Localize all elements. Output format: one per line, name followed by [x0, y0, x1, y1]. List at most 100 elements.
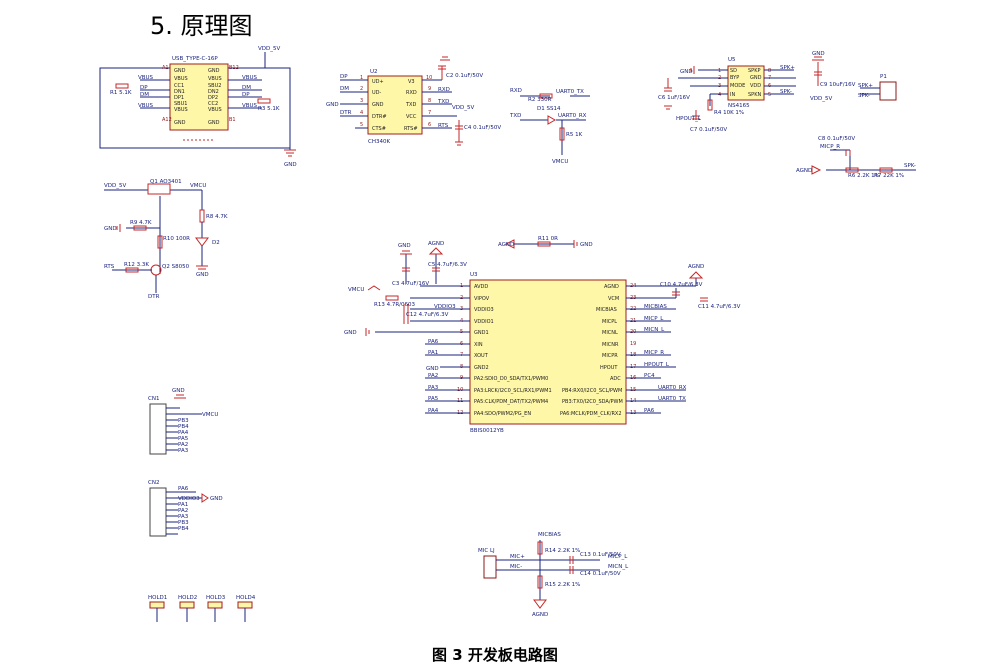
amp-part: NS4165 — [728, 103, 750, 109]
ch340-lnum-1: 2 — [360, 86, 363, 92]
mcu-block: U3 BBIS0012YB AVDD VIPOV VDDIO3 VDDIO1 G… — [344, 236, 741, 434]
ch340-lnet-3: DTR — [340, 110, 352, 116]
mic-element — [483, 555, 497, 579]
amp-rpin-3: SPKN — [748, 92, 761, 98]
amp-spkp: SPK+ — [780, 65, 795, 71]
ch340-rpin-2: TXD — [405, 102, 416, 108]
hole-3-label: HOLD3 — [206, 595, 226, 601]
mcu-lpin-0: AVDD — [474, 284, 488, 290]
mic-r6-label: R6 2.2K 1% — [848, 173, 880, 179]
mic-r15-label: R15 2.2K 1% — [545, 582, 580, 588]
mcu-rpin-6: MICPR — [602, 353, 618, 359]
amp-lpin-2: MODE — [730, 83, 745, 89]
mic-r7-label: R7 22K 1% — [874, 173, 904, 179]
mcu-rpin-9: PB4:RX0/I2C0_SCL/PWM — [562, 388, 622, 394]
mic-r6 — [845, 167, 859, 173]
uart-vmcu: VMCU — [552, 159, 568, 165]
mic-micp: MICP_R — [820, 144, 840, 150]
usb-rnet-2: DP — [242, 92, 250, 98]
usb-b1: B1 — [229, 117, 236, 123]
p1-pin-1: SPK- — [858, 93, 870, 99]
mcu-left-pins: AVDD VIPOV VDDIO3 VDDIO1 GND1 XIN XOUT G… — [474, 284, 552, 417]
usb-lpin-6: VBUS — [174, 107, 188, 113]
mcu-c12: C12 4.7uF/6.3V — [406, 312, 449, 318]
uart-r2-label: R2 330R — [528, 97, 552, 103]
ch340-chip — [367, 75, 423, 135]
usb-lnet-0: VBUS — [138, 75, 154, 81]
ch340-lnet-2: GND — [326, 102, 339, 108]
amp-hpout: HPOUT_L — [676, 116, 702, 122]
mcu-lnet-4: GND — [344, 330, 357, 336]
cn2-net-1: VDDIO3 — [178, 496, 200, 502]
usb-ref: USB_TYPE-C-16P — [172, 56, 218, 62]
usb-lpin-2: CC1 — [174, 83, 184, 89]
cn2-block: CN2 GND PA6 VDDIO3 PA1 PA2 PA3 PB3 PB4 — [148, 480, 223, 537]
uart-tx: UART0_TX — [556, 89, 584, 95]
mcu-rpin-4: MICNL — [602, 330, 618, 336]
cn1-net-3: PB4 — [178, 424, 189, 430]
p1-ref: P1 — [880, 74, 887, 80]
mcu-lnet-10: PA5 — [428, 396, 439, 402]
mic-ref: MIC LJ — [478, 548, 495, 554]
cn1-net-7: PA3 — [178, 448, 189, 454]
mcu-rnet-11: PA6 — [644, 408, 655, 414]
mounting-holes: HOLD1 HOLD2 HOLD3 HOLD4 — [148, 595, 256, 622]
mic-r7 — [879, 167, 893, 173]
amp-lpin-0: SD — [730, 68, 737, 74]
mcu-rpin-2: MICBIAS — [596, 307, 617, 313]
mcu-r13-label: R13 4.7R/0603 — [374, 302, 415, 308]
pwr-gnd2: GND — [196, 272, 209, 278]
ch340-rnet-2: VDD_5V — [452, 105, 474, 111]
uart-d1-label: D1 SS14 — [537, 106, 561, 112]
mcu-lnet-2: VDDIO3 — [434, 304, 456, 310]
pwr-r9-label: R9 4.7K — [130, 220, 152, 226]
ch340-rnum-2: 8 — [428, 98, 431, 104]
mcu-c10: C10 4.7uF/6.3V — [660, 282, 703, 288]
mic-r14-label: R14 2.2K 1% — [545, 548, 580, 554]
amp-spkn: SPK- — [780, 89, 792, 95]
cn1-ref: CN1 — [148, 396, 159, 402]
pwr-q1 — [147, 183, 171, 195]
mic-micn: MICN_L — [608, 564, 629, 570]
mcu-gnd-r11: GND — [580, 242, 593, 248]
usb-rpin-4: DP2 — [208, 95, 218, 101]
mic-plus: MIC+ — [510, 554, 525, 560]
usb-lpin-7: GND — [174, 120, 186, 126]
cn2-net-4: PA3 — [178, 514, 189, 520]
ch340-c2: C2 0.1uF/50V — [446, 73, 483, 79]
mcu-rpin-0: AGND — [604, 284, 619, 290]
mic-agnd: AGND — [532, 612, 548, 618]
mcu-rpin-3: MICPL — [602, 319, 617, 325]
ch340-rnet-0: RXD — [438, 87, 450, 93]
pwr-r12-label: R12 3.3K — [124, 262, 149, 268]
mcu-lpin-7: GND2 — [474, 365, 489, 371]
mcu-rnet-9: UART0_RX — [658, 385, 687, 391]
hole-3 — [207, 601, 223, 609]
uart-rx: UART0_RX — [558, 113, 587, 119]
amp-chip — [727, 65, 765, 101]
cn2-net-0: PA6 — [178, 486, 189, 492]
ch340-rpin-3: VCC — [406, 114, 417, 120]
mcu-lpin-5: XIN — [474, 342, 483, 348]
ch340-rnum-4: 6 — [428, 122, 431, 128]
mcu-left-nums: 1 2 3 4 5 6 7 8 9 10 11 12 — [457, 283, 463, 416]
pwr-vmcu: VMCU — [190, 183, 206, 189]
mcu-rnet-2: MICBIAS — [644, 304, 667, 310]
mcu-lnet-11: PA4 — [428, 408, 439, 414]
mcu-lnet-1: VMCU — [348, 287, 364, 293]
usb-rpin-3: DN2 — [208, 89, 219, 95]
mic-feedback-block: C8 0.1uF/50V MICP_R AGND R6 2.2K 1% R7 2… — [796, 136, 916, 179]
pwr-d2 — [195, 237, 209, 247]
cn2-net-2: PA1 — [178, 502, 188, 508]
pwr-r9 — [133, 225, 147, 231]
pwr-rts: RTS — [104, 264, 115, 270]
cn2-header — [149, 487, 167, 537]
usb-lnet-1: DP — [140, 85, 148, 91]
usb-rnet-0: VBUS — [242, 75, 258, 81]
ch340-lnet-0: DP — [340, 74, 348, 80]
amp-lnum-3: 4 — [718, 92, 721, 98]
amp-c6: C6 1uF/16V — [658, 95, 690, 101]
cn2-net-3: PA2 — [178, 508, 188, 514]
mcu-agnd-r11: AGND — [498, 242, 514, 248]
mcu-rnet-8: PC4 — [644, 373, 655, 379]
